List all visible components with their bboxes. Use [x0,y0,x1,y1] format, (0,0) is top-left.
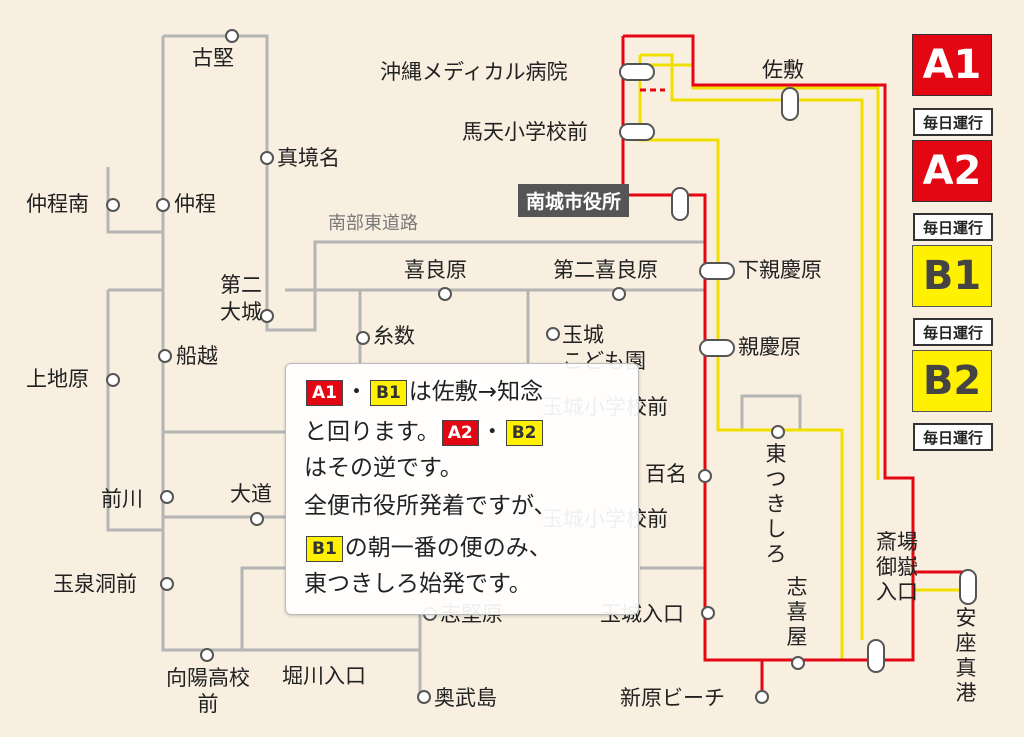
daily-label-b1: 毎日運行 [913,318,993,346]
stop-daini-kiyabaru: 第二喜良原 [553,258,658,282]
stop-daini-oshiro: 第二 大城 [220,273,262,324]
stop-ueji: 上地原 [26,367,89,391]
note-badge-b1-2: B1 [306,535,343,562]
stop-shikiya: 志喜屋 [786,575,808,649]
city-hall-label: 南城市役所 [518,184,630,217]
stop-funakoshi: 船越 [176,344,218,368]
note-badge-b1: B1 [370,379,407,406]
note-line5: の朝一番の便のみ、 [344,535,552,561]
road-label: 南部東道路 [328,213,418,234]
note-line1: は佐敷→知念 [408,379,544,405]
daily-label-a2: 毎日運行 [913,213,993,241]
capsule-stops [619,63,977,673]
route-badge-b1: B1 [912,245,992,307]
stop-sashiki: 佐敷 [762,58,804,82]
note-line6: 東つきしろ始発です。 [304,571,532,597]
stop-hanta-school: 馬天小学校前 [462,120,588,144]
stop-koyo-high: 向陽高校 前 [166,666,250,716]
note-sep-2: ・ [480,419,504,445]
stop-azama-port: 安座真港 [955,606,977,705]
note-line4: 全便市役所発着ですが、 [304,493,557,519]
stop-hyakuna: 百名 [645,462,687,486]
stop-itokazu: 糸数 [373,324,415,348]
route-badge-a1: A1 [912,34,992,96]
stop-ekeibaru: 親慶原 [738,335,801,359]
route-badge-a2: A2 [912,140,992,202]
note-badge-a1: A1 [306,379,343,406]
stop-maekawa: 前川 [101,487,143,511]
note-badge-a2: A2 [441,419,479,446]
stop-higashi-tsukishiro: 東つきしろ [765,442,787,566]
stop-furugen: 古堅 [192,46,234,70]
note-badge-b2: B2 [505,419,543,446]
stop-mibaru-beach: 新原ビーチ [620,686,725,710]
stop-kiyabaru: 喜良原 [404,258,467,282]
stop-seifa-utaki: 斎場御嶽入口 [876,530,918,604]
stop-horikawa: 堀川入口 [282,664,366,688]
stop-nakahodo: 仲程 [174,192,216,216]
daily-label-b2: 毎日運行 [913,423,993,451]
note-line3: はその逆です。 [304,455,463,481]
stop-okubu: 奥武島 [434,686,497,710]
stop-omichi: 大道 [230,482,272,506]
note-line2: と回ります。 [304,419,440,445]
stop-nakahodominami: 仲程南 [26,192,89,216]
daily-label-a1: 毎日運行 [913,108,993,136]
stop-shimoekeibaru: 下親慶原 [738,258,822,282]
gray-routes [106,34,802,695]
stop-magusukuna: 真境名 [277,146,340,170]
bus-stops [106,29,805,704]
stop-okinawa-medical: 沖縄メディカル病院 [380,60,568,84]
stop-tamasendo: 玉泉洞前 [53,572,137,596]
route-badge-b2: B2 [912,350,992,412]
note-sep: ・ [345,379,368,405]
